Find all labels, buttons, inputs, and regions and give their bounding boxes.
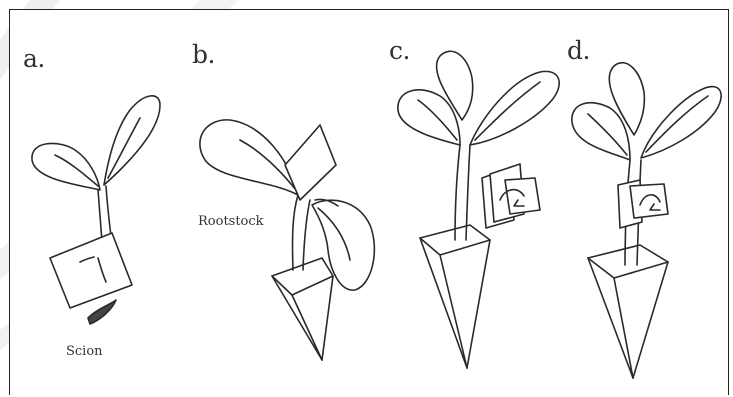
panel-b-rootstock <box>200 120 375 360</box>
panel-d-grafted <box>572 63 721 378</box>
panel-a-seedling <box>32 96 160 324</box>
panel-c-grafting <box>398 51 559 368</box>
